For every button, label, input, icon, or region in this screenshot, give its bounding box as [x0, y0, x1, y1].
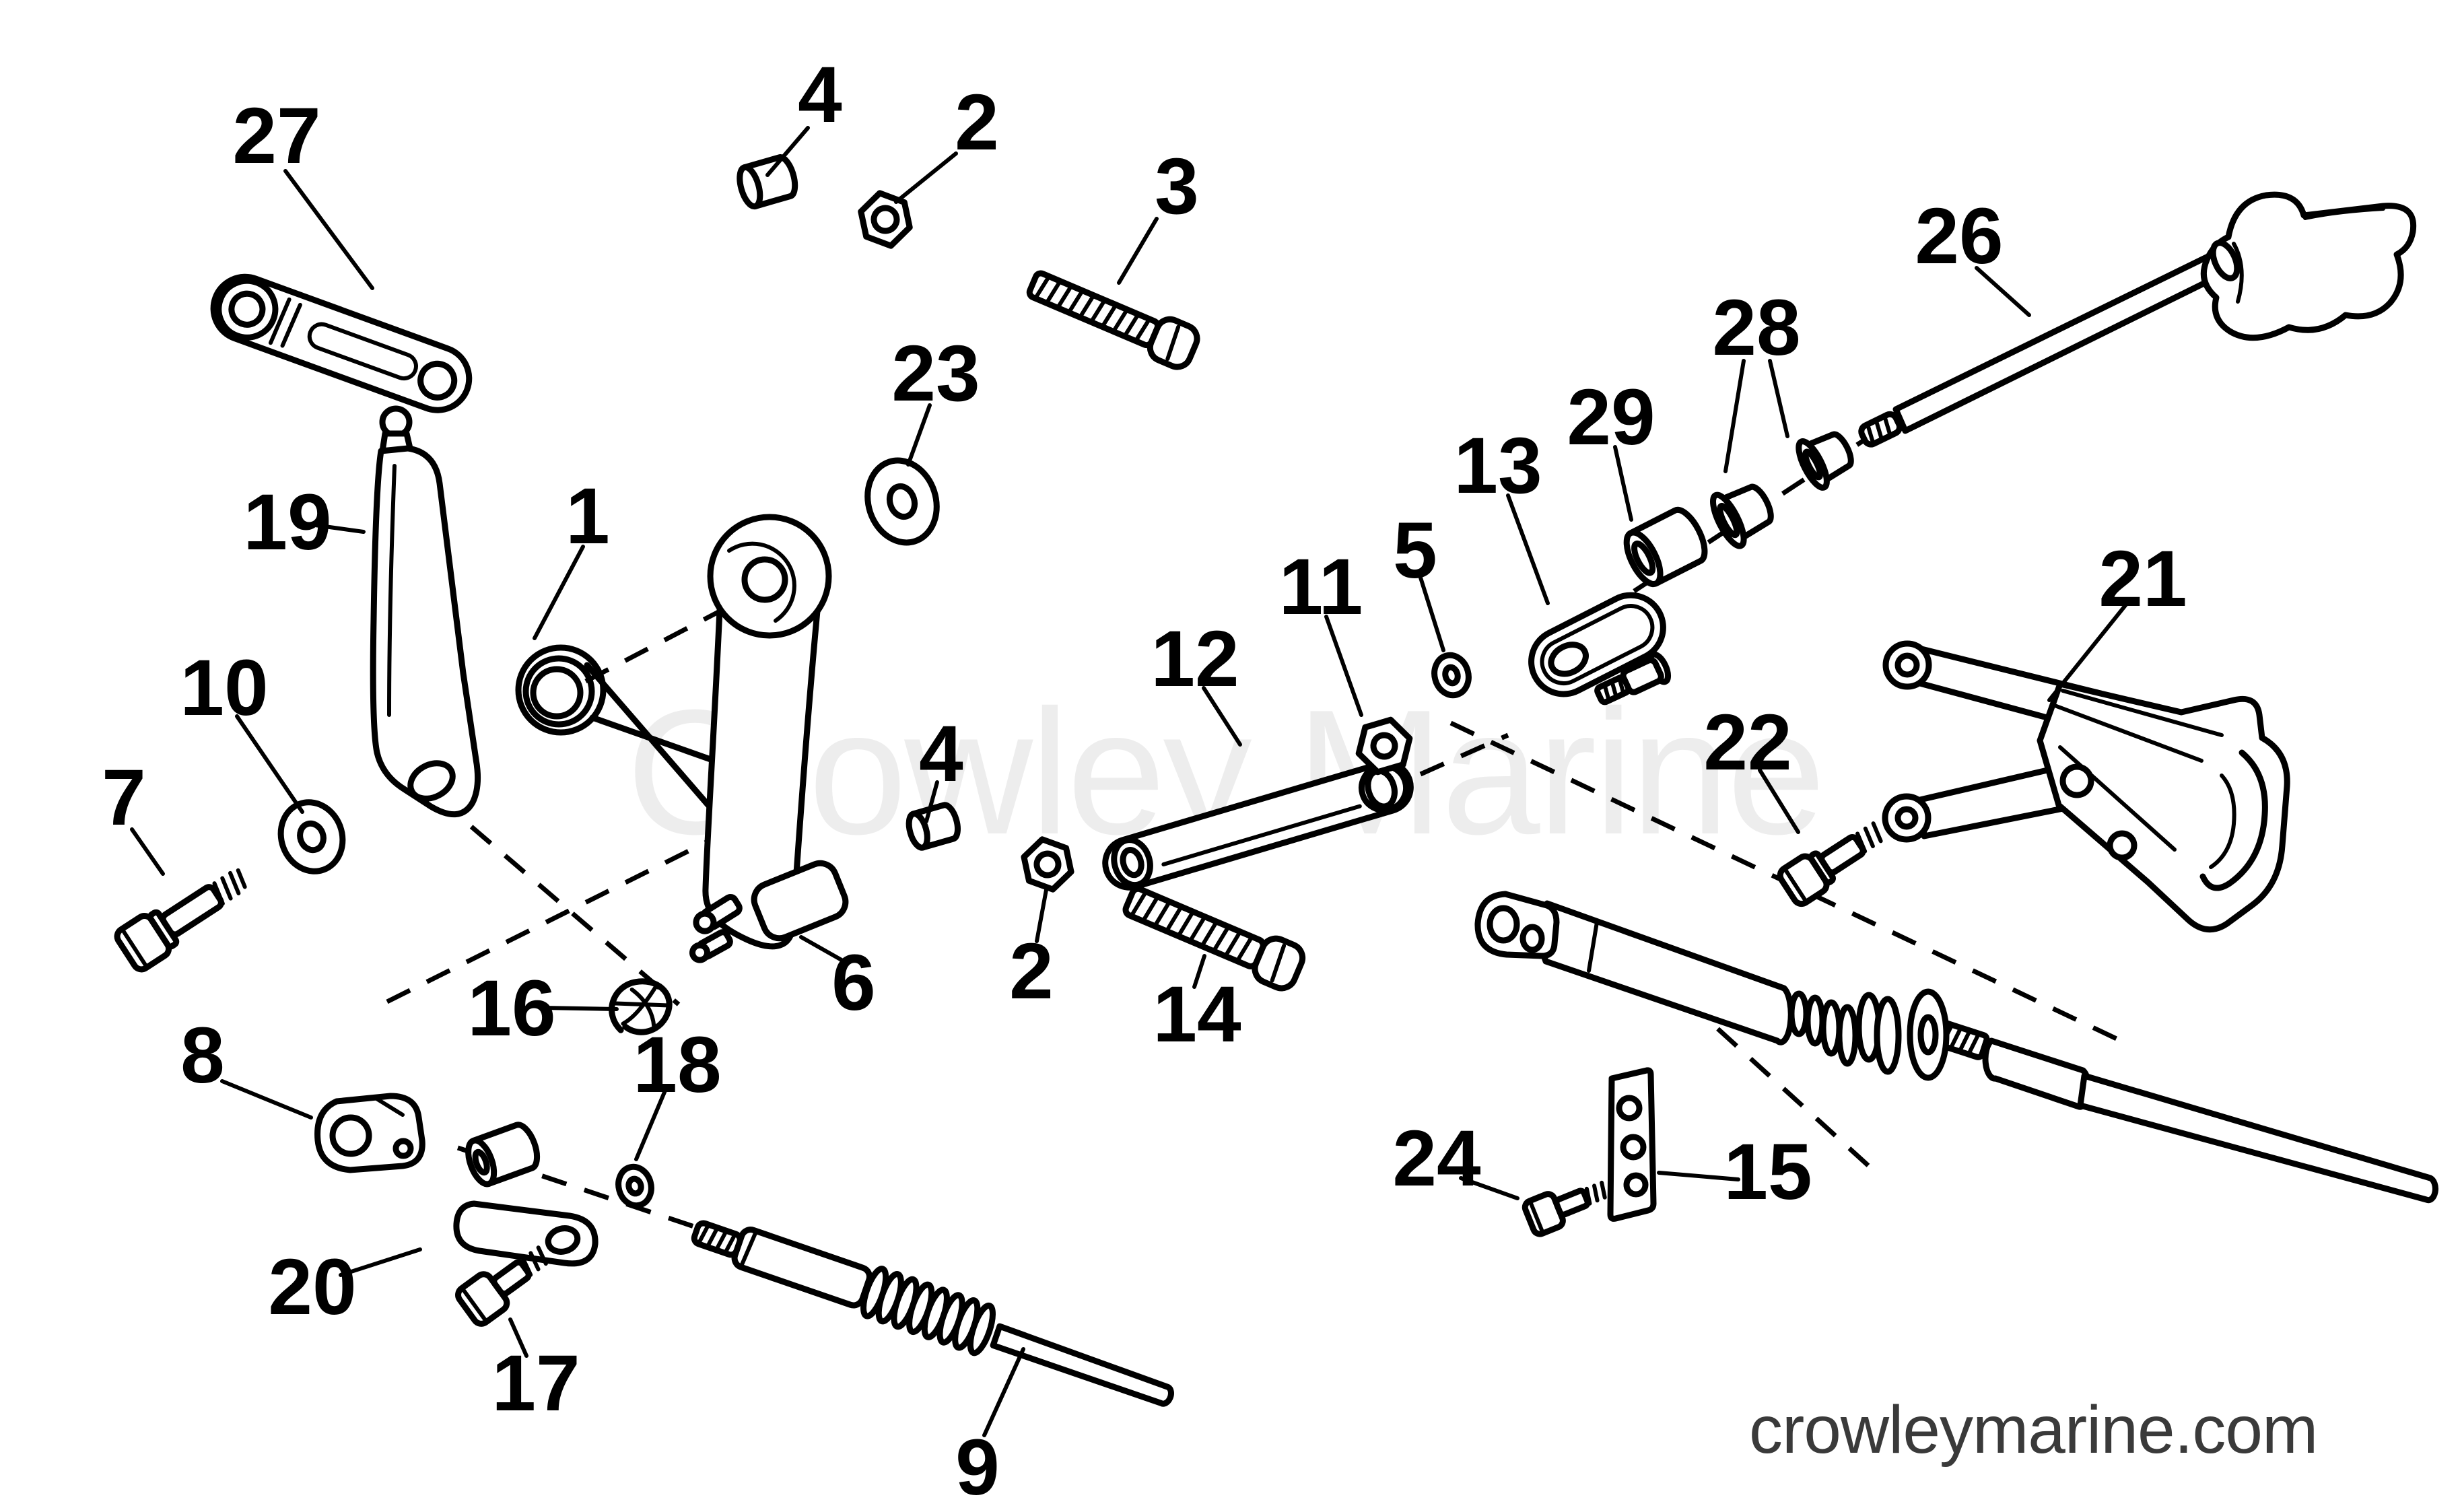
callout-label-bushing-upper[interactable]: 4: [798, 50, 842, 139]
callout-leader-washer-lever: [235, 714, 304, 814]
callout-leader-washer-cam: [634, 1089, 667, 1161]
callout-leader-throttle-arm: [799, 935, 844, 962]
assembly-axis-line-8: [1419, 732, 1509, 777]
callout-leader-shift-rod: [1975, 266, 2031, 317]
callout-label-bushing-lower[interactable]: 4: [919, 710, 963, 798]
callout-label-screw-link[interactable]: 14: [1153, 970, 1241, 1059]
callout-label-cam-bolt[interactable]: 17: [491, 1339, 580, 1428]
part-28-flanged-bushings: [1710, 431, 1854, 549]
callout-leader-locknut-lower: [1035, 888, 1048, 943]
callout-label-bracket-bolt[interactable]: 22: [1703, 698, 1791, 787]
callout-leader-screw-link: [1192, 954, 1206, 989]
callout-leader-shift-link: [283, 169, 374, 290]
callout-leader-throttle-cable: [982, 1347, 1025, 1437]
callout-leader-shoulder-bolt: [130, 827, 165, 876]
callout-label-cam-lever[interactable]: 20: [268, 1243, 356, 1332]
part-29-spacer-bushing: [1623, 506, 1708, 588]
callout-label-shift-rod[interactable]: 26: [1915, 192, 2003, 281]
callout-label-screw-long[interactable]: 3: [1155, 142, 1199, 231]
part-3-screw: [1026, 270, 1200, 370]
assembly-axis-line-2: [436, 796, 681, 1006]
callout-label-throttle-arm[interactable]: 6: [831, 938, 876, 1027]
callout-leader-screw-long: [1117, 217, 1159, 285]
callout-label-washer-small[interactable]: 5: [1393, 506, 1437, 595]
assembly-axis-line-3: [386, 831, 725, 1004]
part-23-washer: [864, 457, 940, 546]
callout-label-shift-lever[interactable]: 19: [243, 478, 331, 567]
part-15-anchor-plate: [1607, 1067, 1657, 1222]
callout-label-anchor-plate[interactable]: 15: [1723, 1128, 1812, 1216]
callout-leader-cable-clevis: [220, 1079, 313, 1120]
callout-leader-mounting-bracket: [2047, 603, 2128, 702]
callout-leader-anchor-bolt: [1459, 1176, 1519, 1200]
callout-leader-retainer-clip: [541, 1006, 619, 1011]
part-2-locknut-upper: [858, 190, 913, 249]
callout-leader-bushing-lower: [924, 780, 939, 823]
callout-leaders: [130, 126, 2128, 1437]
shift-cable-assembly: [1474, 891, 2438, 1204]
callout-label-flanged-bushings[interactable]: 28: [1712, 283, 1800, 372]
part-7-shoulder-bolt: [114, 868, 247, 973]
part-8-cable-clevis: [314, 1093, 425, 1173]
callout-leader-cable-connector: [1506, 493, 1550, 605]
callout-label-link-rod[interactable]: 12: [1151, 615, 1239, 703]
callout-label-washer-cam[interactable]: 18: [633, 1021, 721, 1109]
callout-leader-locknut-link: [1324, 615, 1363, 717]
callout-leader-bushing-upper: [765, 126, 810, 177]
part-22-bracket-bolt: [1777, 821, 1883, 907]
part-21-mounting-bracket: [1882, 640, 2290, 933]
part-11-locknut: [1355, 716, 1413, 776]
part-18-washer: [615, 1163, 654, 1209]
callout-label-torsion-spring[interactable]: 1: [566, 472, 610, 561]
callout-label-washer-large[interactable]: 23: [891, 329, 980, 418]
assembly-axis-line-1: [584, 584, 767, 684]
part-16-retainer-clip: [609, 978, 673, 1035]
callout-label-cable-clevis[interactable]: 8: [180, 1011, 225, 1100]
callout-label-shift-link[interactable]: 27: [232, 92, 320, 180]
part-10-washer: [277, 799, 346, 874]
site-footer-link[interactable]: crowleymarine.com: [1749, 1392, 2318, 1468]
callout-label-locknut-upper[interactable]: 2: [955, 78, 999, 167]
callout-leader-washer-small: [1419, 576, 1445, 652]
part-9-throttle-cable: [691, 1220, 1174, 1407]
parts-artwork: [114, 154, 2438, 1407]
callout-leader-shift-lever: [313, 523, 366, 534]
callout-leader-link-rod: [1202, 686, 1242, 747]
part-2-locknut-lower: [1021, 836, 1074, 893]
callout-label-throttle-cable[interactable]: 9: [955, 1423, 1000, 1512]
callout-leader-bracket-bolt: [1758, 768, 1800, 834]
callout-leader-flanged-bushings: [1723, 359, 1746, 473]
part-27-shift-link: [210, 273, 473, 413]
part-24-anchor-bolt: [1522, 1180, 1607, 1237]
part-6-throttle-arm: [689, 514, 849, 963]
callout-leader-cam-lever: [339, 1247, 422, 1277]
callout-label-locknut-lower[interactable]: 2: [1009, 927, 1054, 1016]
part-12-link-rod: [1102, 759, 1414, 891]
part-26-shift-rod: [1858, 191, 2417, 448]
callout-label-washer-lever[interactable]: 10: [180, 644, 268, 732]
callout-label-retainer-clip[interactable]: 16: [467, 964, 555, 1053]
callout-leader-spacer-bushing: [1613, 445, 1633, 522]
callout-leader-flanged-bushings-1: [1768, 359, 1789, 438]
callout-label-mounting-bracket[interactable]: 21: [2098, 535, 2187, 623]
callout-label-anchor-bolt[interactable]: 24: [1392, 1114, 1480, 1203]
callout-leader-washer-large: [906, 403, 932, 467]
callout-label-shoulder-bolt[interactable]: 7: [102, 753, 146, 842]
callout-leader-anchor-plate: [1657, 1171, 1740, 1181]
callout-label-spacer-bushing[interactable]: 29: [1567, 373, 1655, 462]
part-13-cable-connector: [1528, 592, 1672, 706]
callout-label-locknut-link[interactable]: 11: [1279, 543, 1363, 631]
callout-leader-locknut-upper: [894, 151, 958, 204]
callout-label-cable-connector[interactable]: 13: [1454, 421, 1542, 510]
callout-leader-torsion-spring: [533, 545, 585, 640]
part-19-shift-lever: [370, 405, 481, 818]
part-5-washer: [1431, 652, 1472, 699]
part-4-bushing-lower: [906, 802, 961, 851]
part-17-cam-bolt: [455, 1245, 548, 1327]
part-20-cam-lever: [453, 1122, 599, 1267]
callout-leader-cam-bolt: [508, 1317, 528, 1358]
part-14-screw: [1122, 885, 1306, 992]
